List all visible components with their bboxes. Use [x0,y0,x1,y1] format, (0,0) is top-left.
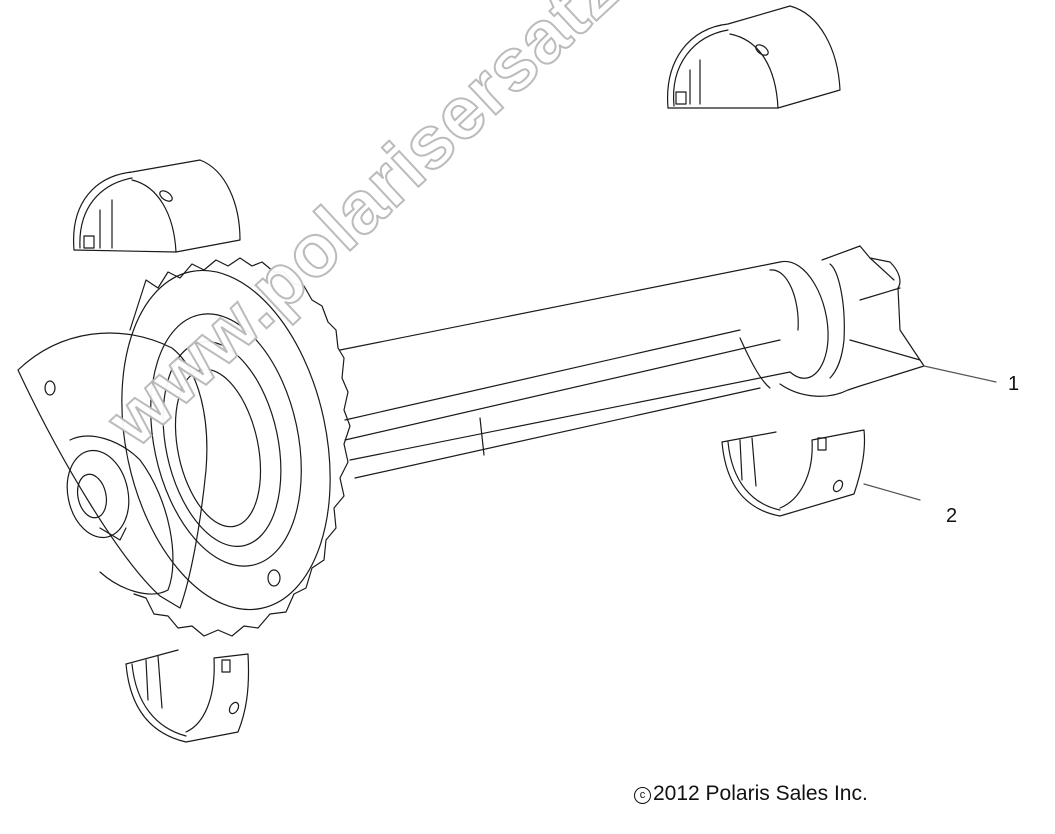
bearing-shell-top-right [667,5,841,109]
copyright-text: 2012 Polaris Sales Inc. [653,782,868,805]
balance-shaft [339,245,997,501]
callout-label-1: 1 [1008,373,1020,395]
bearing-shell-upper-left [73,159,241,253]
bearing-shell-bottom-left [125,649,250,743]
gear-assembly [17,257,351,637]
copyright-icon: c [634,787,651,804]
bearing-shell-callout-2 [721,429,866,517]
callout-label-2: 2 [946,505,958,527]
